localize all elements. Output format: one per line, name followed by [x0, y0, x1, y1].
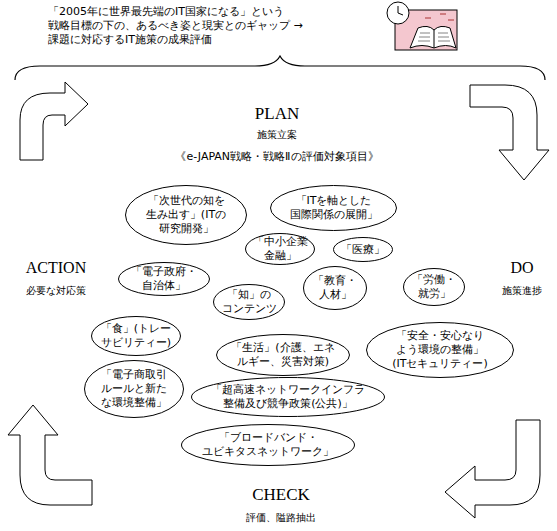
- topic-ellipse: 「食」(トレー サビリティー): [91, 316, 181, 356]
- clock-hand: [398, 6, 399, 13]
- topic-text: 「次世代の知を 生み出す」(ITの 研究開発」: [140, 194, 232, 235]
- topic-ellipse: 「医療」: [333, 237, 393, 262]
- topic-ellipse: 「超高速ネットワークインフラ 整備及び競争政策(公共)」: [191, 377, 385, 417]
- ellipse-shape: [126, 186, 247, 245]
- topic-text: 「中小企業 金融」: [251, 235, 309, 263]
- items-heading: 《e-JAPAN戦略・戦略Ⅱの評価対象項目》: [175, 150, 378, 164]
- ellipse-shape: [92, 317, 181, 356]
- clock-symbol: [387, 2, 409, 24]
- topic-text: 「ブロードバンド・ ユビキタスネットワーク」: [197, 431, 339, 459]
- topic-ellipse: 「電子政府・ 自治体」: [118, 262, 210, 296]
- topic-text: 「電子商取引 ルールと新た な環境整備」: [97, 368, 171, 409]
- ellipse-shape: [192, 378, 385, 417]
- clip-art: [387, 2, 457, 50]
- topic-ellipse: 「知」の コンテンツ: [213, 284, 285, 320]
- topic-text: 「知」の コンテンツ: [218, 288, 280, 316]
- phase-name: PLAN: [255, 103, 299, 124]
- topic-text: 「電子政府・ 自治体」: [126, 265, 202, 293]
- calendar-marks: [425, 14, 454, 20]
- cycle-arrow: [470, 85, 549, 180]
- curly-brace: [15, 56, 545, 80]
- topic-text: 「労働・ 就労」: [408, 273, 460, 301]
- topic-text: 「生活」(介護、エネ ルギー、災害対策): [227, 341, 339, 369]
- book-spine: [434, 30, 435, 48]
- ellipse-shape: [404, 269, 465, 306]
- ellipse-shape: [334, 238, 393, 262]
- phase-description: 施策立案: [257, 129, 297, 142]
- topic-ellipse: 「安全・安心なり よう環境の整備」 (ITセキュリティー): [366, 322, 514, 378]
- topic-text: 「医療」: [337, 243, 389, 257]
- ellipse-shape: [119, 263, 210, 296]
- topic-ellipse: 「ITを軸とした 国際関係の展開」: [270, 185, 397, 231]
- topic-ellipse: 「教育・ 人材」: [303, 266, 367, 310]
- ellipse-shape: [182, 425, 355, 466]
- topic-text: 「安全・安心なり よう環境の整備」 (ITセキュリティー): [379, 329, 501, 370]
- ellipse-shape: [271, 186, 397, 231]
- ellipse-shape: [214, 285, 285, 320]
- phase-description: 施策進捗: [502, 285, 542, 298]
- phase-name: ACTION: [26, 258, 86, 278]
- premise-note: 「2005年に世界最先端のIT国家になる」という 戦略目標の下の、あるべき姿と現…: [48, 5, 348, 46]
- cycle-arrow: [445, 420, 540, 518]
- topic-ellipse: 「次世代の知を 生み出す」(ITの 研究開発」: [125, 185, 247, 245]
- ellipse-shape: [217, 335, 350, 376]
- topic-ellipse: 「ブロードバンド・ ユビキタスネットワーク」: [181, 424, 355, 466]
- ellipse-shape: [85, 361, 184, 418]
- phase-name: CHECK: [252, 484, 310, 505]
- cycle-arrow: [20, 82, 88, 160]
- topic-ellipse: 「労働・ 就労」: [403, 268, 465, 306]
- cycle-arrow: [8, 405, 92, 505]
- book-lines: [418, 33, 450, 41]
- ellipse-shape: [246, 234, 315, 265]
- topic-text: 「ITを軸とした 国際関係の展開」: [285, 194, 383, 222]
- phase-description: 必要な対応策: [26, 285, 86, 298]
- topic-text: 「教育・ 人材」: [307, 274, 363, 302]
- topic-ellipse: 「電子商取引 ルールと新た な環境整備」: [84, 360, 184, 418]
- ellipse-shape: [304, 267, 367, 310]
- topic-ellipse: 「中小企業 金融」: [245, 233, 315, 265]
- topic-text: 「食」(トレー サビリティー): [97, 322, 175, 350]
- topic-ellipse: 「生活」(介護、エネ ルギー、災害対策): [216, 334, 350, 376]
- phase-description: 評価、隘路抽出: [246, 512, 316, 525]
- clock-hand: [398, 13, 403, 15]
- book-symbol: [410, 26, 456, 48]
- ellipse-shape: [367, 323, 514, 378]
- phase-name: DO: [510, 258, 533, 278]
- topic-text: 「超高速ネットワークインフラ 整備及び競争政策(公共)」: [205, 383, 371, 411]
